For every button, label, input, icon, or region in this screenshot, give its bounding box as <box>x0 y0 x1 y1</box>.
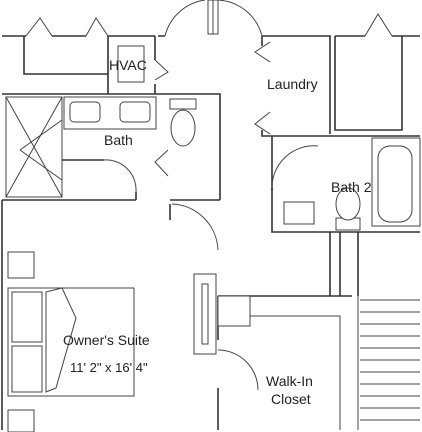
hall-door <box>169 203 219 251</box>
walk-in-closet-label-line-2: Closet <box>271 391 311 407</box>
owners-suite-label: Owner's Suite <box>63 332 150 348</box>
bath-2-room: Bath 2 <box>271 136 421 233</box>
owners-suite-room: Owner's Suite 11' 2" x 16' 4" <box>1 200 217 432</box>
walk-in-closet-room: Walk-In Closet <box>217 232 420 430</box>
walk-in-closet-label-line-1: Walk-In <box>266 373 313 389</box>
bath-label: Bath <box>104 132 133 148</box>
upper-right-closet <box>334 13 420 131</box>
entry-doors <box>164 0 263 37</box>
laundry-room: Laundry <box>254 35 420 137</box>
top-strip <box>2 17 165 75</box>
owners-suite-dimensions: 11' 2" x 16' 4" <box>70 360 148 375</box>
hvac-label: HVAC <box>109 57 147 73</box>
bath-2-label: Bath 2 <box>331 179 372 195</box>
master-bath: Bath <box>2 93 221 201</box>
laundry-label: Laundry <box>267 76 318 92</box>
hvac-room: HVAC <box>107 36 169 94</box>
